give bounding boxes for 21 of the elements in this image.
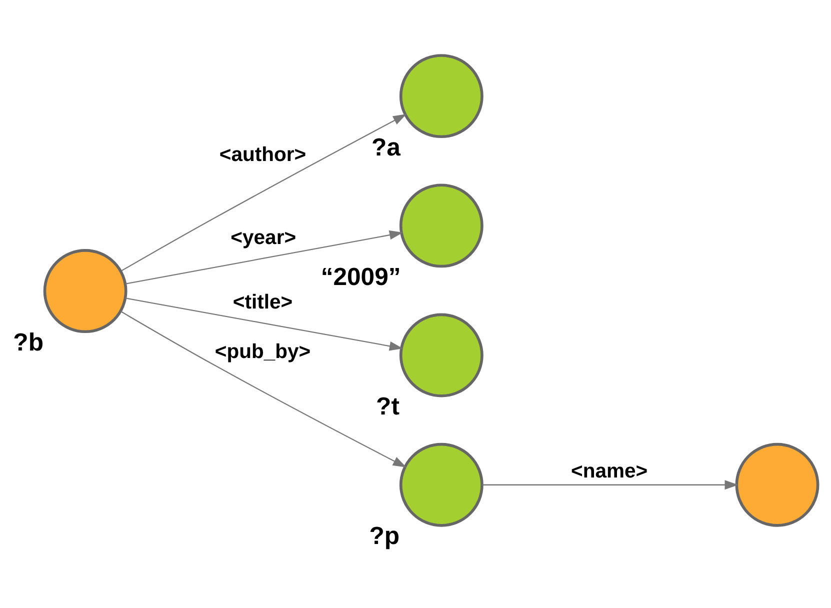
node-label: “2009” [320,264,401,291]
node-circle [399,184,484,268]
node-label: ?t [376,394,400,421]
node-circle [43,249,128,334]
arrow [125,230,404,284]
arrow [125,298,404,351]
node-circle [399,54,484,138]
node-label: ?a [372,134,400,162]
node-circle [399,442,484,527]
node-label: ?p [369,523,400,550]
edge-label: <name> [571,460,648,482]
arrow [120,114,407,272]
arrow [120,310,406,468]
node-circle [735,442,820,527]
arrow [482,480,738,490]
node-circle [399,313,484,398]
edge-label: <pub_by> [214,340,311,363]
edge-label: <title> [232,291,293,314]
edge-label: <author> [219,144,306,166]
edge-label: <year> [230,227,296,250]
node-label: ?b [13,329,44,356]
